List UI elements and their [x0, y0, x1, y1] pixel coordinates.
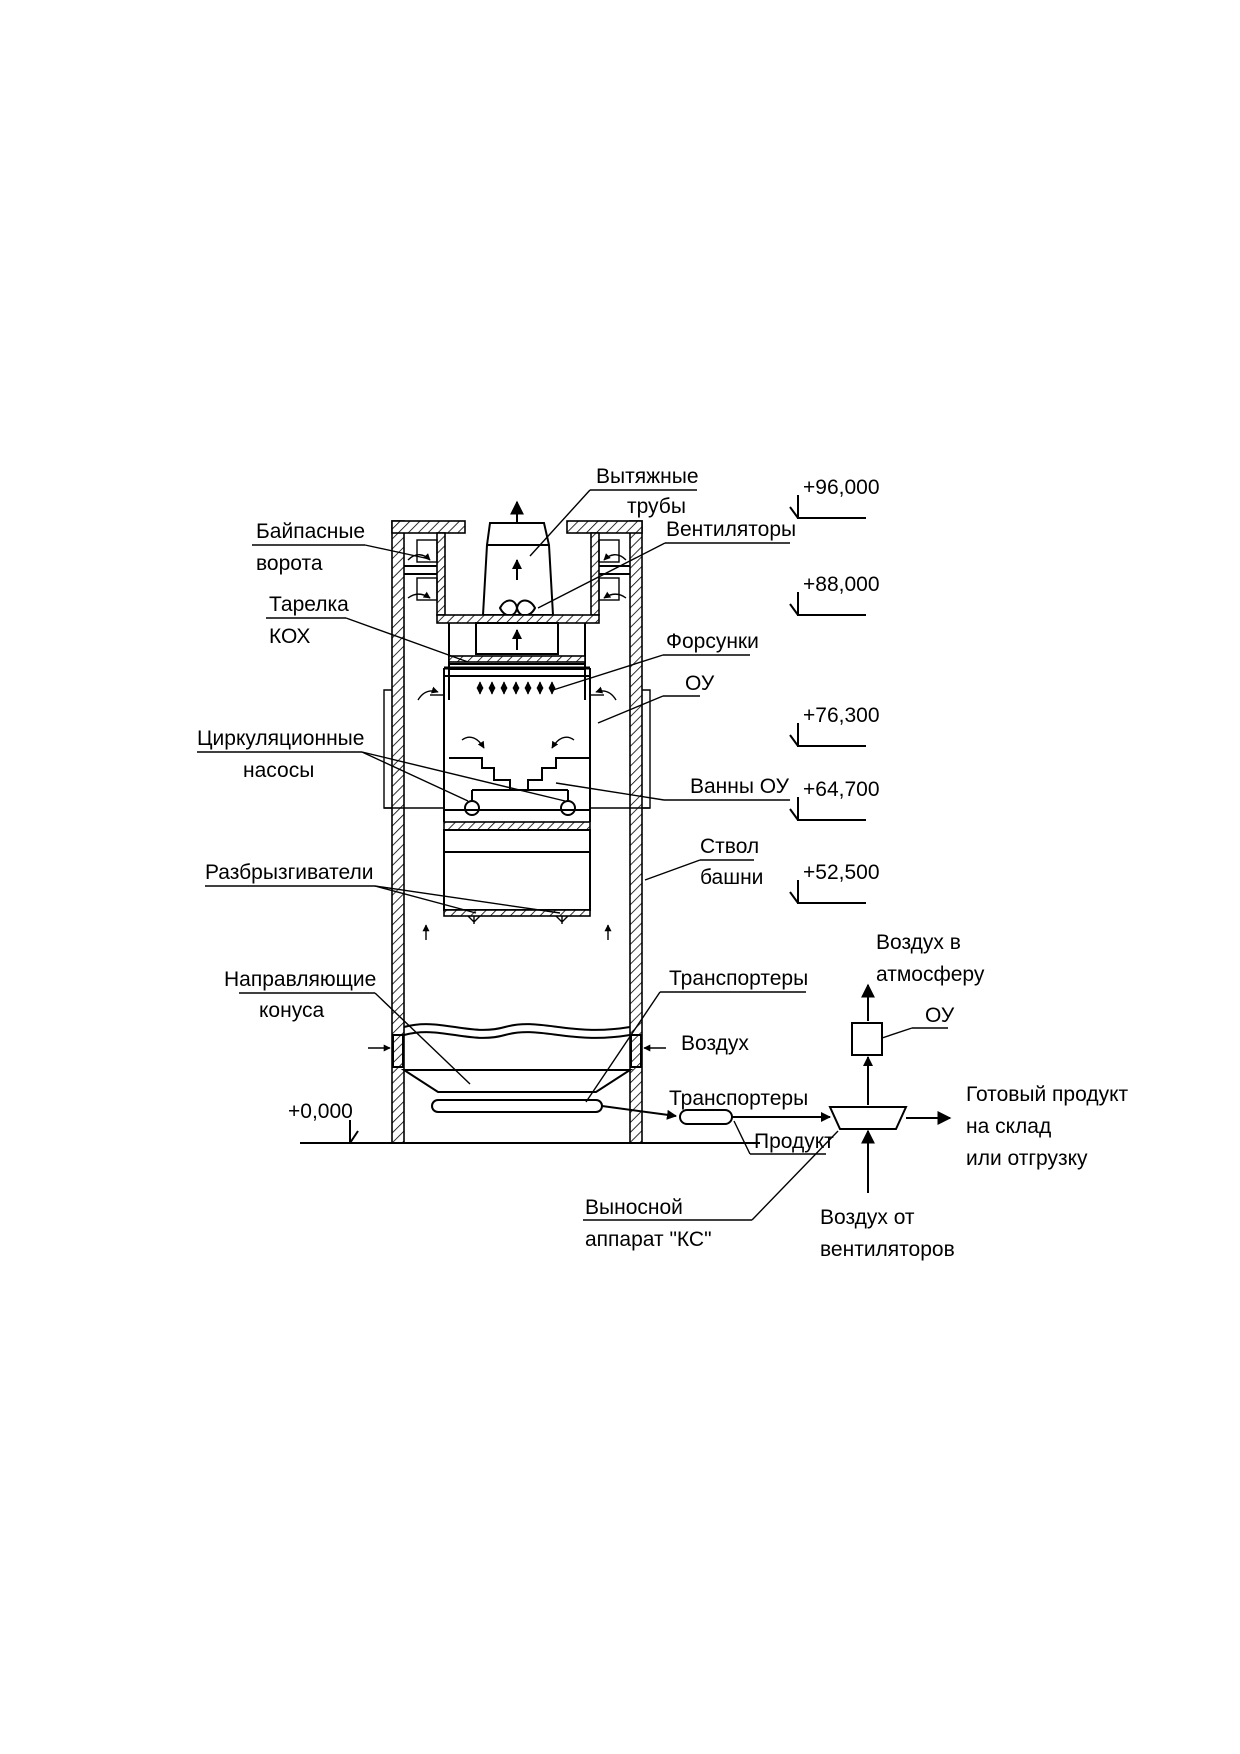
conveyor-bottom	[431, 1099, 603, 1113]
nozzle-sprays	[430, 681, 604, 696]
label-baths: Ванны ОУ	[690, 775, 790, 798]
air-flow-arrows	[368, 553, 666, 1052]
label-bypass-gates-2: ворота	[256, 552, 323, 575]
label-guide-cones-2: конуса	[259, 999, 324, 1022]
guide-cone	[400, 1069, 634, 1093]
label-finished-product-1: Готовый продукт	[966, 1083, 1129, 1106]
label-shaft-1: Ствол	[700, 835, 759, 858]
label-circ-pumps-2: насосы	[243, 759, 314, 782]
sprayer-icon	[555, 915, 569, 924]
external-equipment	[601, 983, 952, 1193]
label-finished-product-2: на склад	[966, 1115, 1051, 1138]
label-fans: Вентиляторы	[666, 518, 796, 541]
fluid-bed-apparatus	[828, 1106, 908, 1130]
pump-icon	[464, 800, 480, 816]
label-bypass-gates-1: Байпасные	[256, 520, 365, 543]
label-remote-device-2: аппарат "КС"	[585, 1228, 712, 1251]
label-air-from-fans-2: вентиляторов	[820, 1238, 955, 1261]
elevation-label: +64,700	[803, 778, 880, 801]
label-ou-top: ОУ	[685, 672, 715, 695]
label-finished-product-3: или отгрузку	[966, 1147, 1088, 1170]
cooling-chamber	[383, 668, 651, 924]
fan-icon	[498, 599, 537, 617]
sprayer-icon	[467, 915, 481, 924]
label-plate-2: КОХ	[269, 625, 310, 648]
label-conveyors-bottom: Транспортеры	[669, 1087, 808, 1110]
ou-box	[851, 1022, 883, 1056]
elevation-label: +76,300	[803, 704, 880, 727]
label-sprayers: Разбрызгиватели	[205, 861, 373, 884]
elevation-label: +88,000	[803, 573, 880, 596]
label-exhaust-pipes-1: Вытяжные	[596, 465, 699, 488]
elevation-label: +52,500	[803, 861, 880, 884]
elevation-label: +0,000	[288, 1100, 353, 1123]
label-conveyors-top: Транспортеры	[669, 967, 808, 990]
pump-icon	[560, 800, 576, 816]
conveyor-external	[679, 1109, 733, 1125]
leader-lines	[197, 489, 948, 1221]
label-exhaust-pipes-2: трубы	[627, 495, 686, 518]
label-ou-right: ОУ	[925, 1004, 955, 1027]
label-nozzles: Форсунки	[666, 630, 759, 653]
label-guide-cones-1: Направляющие	[224, 968, 376, 991]
label-air: Воздух	[681, 1032, 749, 1055]
label-air-from-fans-1: Воздух от	[820, 1206, 915, 1229]
label-plate-1: Тарелка	[269, 593, 349, 616]
label-circ-pumps-1: Циркуляционные	[197, 727, 364, 750]
label-air-to-atm-2: атмосферу	[876, 963, 985, 986]
tower-shaft	[300, 520, 760, 1144]
cooling-unit-upper	[436, 614, 600, 700]
label-remote-device-1: Выносной	[585, 1196, 683, 1219]
exhaust-pipe	[481, 500, 555, 617]
labels: Вытяжные трубы Вентиляторы Байпасные вор…	[197, 465, 1129, 1261]
elevation-marks	[300, 495, 866, 1144]
elevation-label: +96,000	[803, 476, 880, 499]
label-product: Продукт	[754, 1130, 834, 1153]
label-shaft-2: башни	[700, 866, 763, 889]
label-air-to-atm-1: Воздух в	[876, 931, 961, 954]
